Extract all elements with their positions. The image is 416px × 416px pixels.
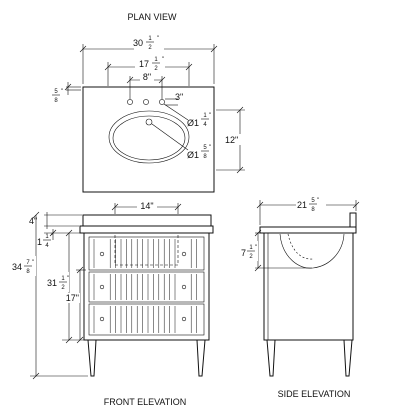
svg-text:Ø1: Ø1 [187, 150, 199, 160]
svg-text:1: 1 [148, 36, 152, 42]
plan-hole-right [159, 99, 165, 105]
dim-plan-hole-offset: 3" [165, 92, 183, 106]
plan-countertop [82, 86, 215, 193]
svg-text:Ø1: Ø1 [187, 118, 199, 128]
plan-sink-inner [112, 115, 186, 161]
front-backsplash [82, 214, 212, 227]
svg-text:2: 2 [148, 45, 152, 51]
dim-side-depth: 21 5 8 " [256, 194, 360, 225]
plan-hole-left [127, 99, 133, 105]
svg-text:": " [209, 145, 211, 151]
plan-drain [145, 118, 153, 126]
dim-side-basin-depth: 7 1 2 " [236, 229, 312, 272]
svg-text:1: 1 [249, 245, 253, 251]
svg-text:5: 5 [203, 145, 207, 151]
svg-text:2: 2 [154, 66, 158, 72]
svg-text:8: 8 [311, 207, 315, 213]
plan-view-title: PLAN VIEW [127, 12, 177, 22]
svg-text:31: 31 [47, 278, 57, 288]
dim-plan-hole-diameter: Ø1 1 4 " [163, 103, 211, 128]
svg-text:": " [209, 113, 211, 119]
front-elevation-title: FRONT ELEVATION [104, 397, 187, 407]
svg-text:1: 1 [154, 57, 158, 63]
side-elevation-title: SIDE ELEVATION [278, 389, 351, 399]
dim-plan-handle-spacing: 8" [126, 71, 166, 99]
svg-text:": " [157, 36, 159, 42]
dim-front-drawer-height: 17" [62, 266, 86, 344]
svg-text:": " [51, 234, 53, 240]
svg-text:8: 8 [54, 98, 58, 104]
svg-text:": " [255, 245, 257, 251]
side-cabinet-body [263, 232, 354, 341]
svg-text:8: 8 [26, 269, 30, 275]
dim-front-cabinet-height: 31 1 2 " [45, 229, 84, 344]
svg-text:12": 12" [225, 135, 238, 145]
dim-front-total-height: 34 7 8 " [6, 211, 88, 380]
plan-hole-center [143, 99, 149, 105]
front-drawer-bottom [88, 303, 205, 336]
svg-text:17": 17" [66, 293, 79, 303]
svg-text:14": 14" [140, 201, 153, 211]
svg-text:4: 4 [45, 243, 49, 249]
svg-text:": " [67, 276, 69, 282]
side-sink-bowl [279, 233, 345, 269]
side-leg-rear [343, 339, 353, 377]
dim-plan-top-thickness: 5 8 " [52, 82, 81, 104]
svg-text:2: 2 [249, 254, 253, 260]
svg-text:4: 4 [203, 122, 207, 128]
side-elevation [259, 212, 357, 377]
dim-plan-total-width: 30 1 2 " [79, 33, 218, 84]
front-elevation [79, 214, 214, 377]
front-fluting [93, 239, 197, 333]
front-countertop [79, 225, 214, 234]
svg-text:34: 34 [12, 262, 22, 272]
dim-plan-faucet-spread: 17 1 2 " [104, 54, 193, 86]
svg-text:": " [61, 89, 63, 95]
side-leg-front [266, 339, 276, 377]
front-cabinet-body [83, 232, 210, 341]
svg-text:8": 8" [143, 72, 151, 82]
dim-plan-depth: 12" [216, 106, 247, 174]
svg-text:30: 30 [133, 38, 143, 48]
svg-text:5: 5 [54, 89, 58, 95]
side-countertop [259, 226, 357, 234]
plan-sink-outer [108, 110, 190, 164]
svg-text:7: 7 [241, 248, 246, 258]
plan-view [82, 86, 215, 193]
svg-text:17: 17 [139, 59, 149, 69]
svg-text:3": 3" [175, 92, 183, 102]
svg-text:2: 2 [61, 285, 65, 291]
svg-text:1: 1 [61, 276, 65, 282]
dim-front-counter-thickness: 1 1 4 " [37, 229, 80, 249]
svg-text:": " [32, 260, 34, 266]
svg-text:1: 1 [45, 234, 49, 240]
svg-text:1: 1 [37, 237, 42, 247]
svg-text:21: 21 [297, 200, 307, 210]
front-leg-right [196, 339, 206, 377]
front-knobs [99, 251, 187, 322]
svg-text:5: 5 [311, 198, 315, 204]
front-leg-left [87, 339, 97, 377]
svg-text:7: 7 [26, 260, 30, 266]
dim-front-basin-width: 14" [111, 200, 182, 214]
dim-front-top-height: 4" [29, 212, 82, 229]
side-backsplash [349, 212, 357, 228]
svg-text:": " [317, 198, 319, 204]
side-sink-hidden [287, 233, 314, 260]
svg-text:1: 1 [203, 113, 207, 119]
dim-plan-drain-diameter: Ø1 5 8 " [151, 123, 211, 160]
front-drawer-top [88, 236, 205, 271]
svg-text:": " [162, 57, 164, 63]
front-hidden-sink [114, 235, 179, 266]
front-drawer-middle [88, 271, 205, 303]
svg-text:4": 4" [29, 216, 37, 226]
svg-text:8: 8 [203, 154, 207, 160]
